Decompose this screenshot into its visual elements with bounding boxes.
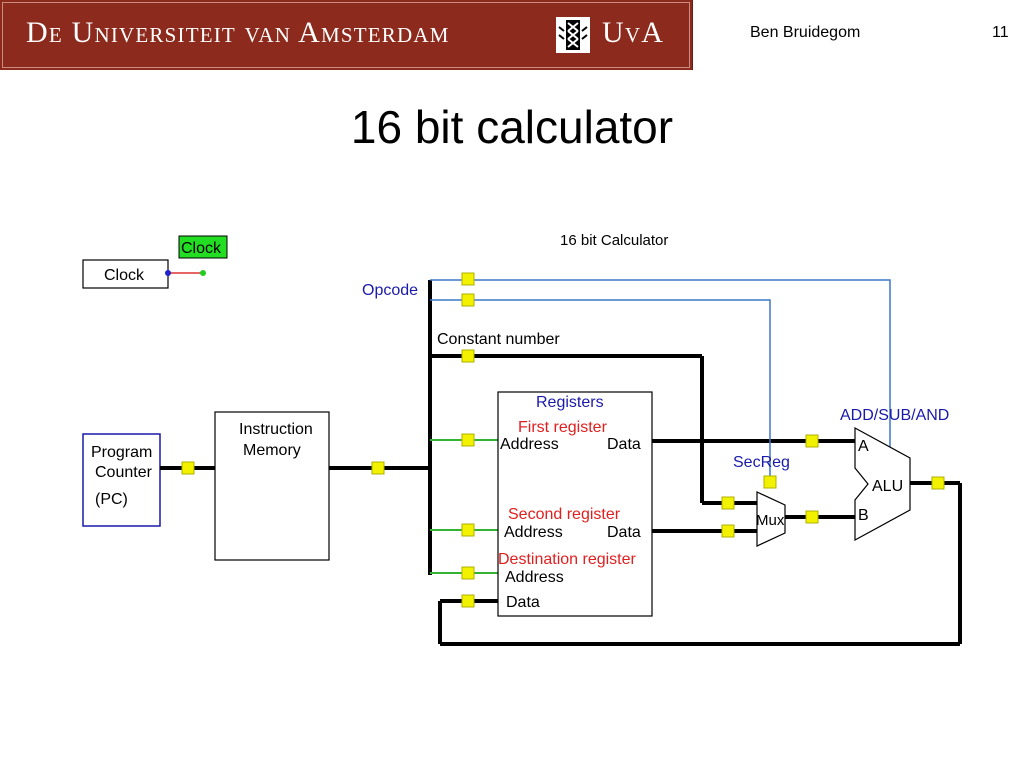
pc-label-3: (PC) — [95, 491, 128, 508]
imem-label-2: Memory — [243, 442, 301, 459]
banner-border — [2, 2, 690, 68]
alu-input-a: A — [858, 438, 869, 455]
clock-box — [82, 259, 169, 289]
constant-label: Constant number — [437, 331, 560, 348]
clock-pin-left — [165, 270, 171, 276]
opcode-label: Opcode — [362, 282, 418, 299]
destination-register-label: Destination register — [498, 551, 637, 568]
first-register-label: First register — [518, 419, 608, 436]
first-address-label: Address — [500, 436, 559, 453]
destination-data-label: Data — [506, 594, 540, 611]
author-name: Ben Bruidegom — [750, 24, 861, 41]
address-wires — [430, 439, 498, 574]
first-data-label: Data — [607, 436, 641, 453]
institution-name: De Universiteit van Amsterdam — [26, 16, 450, 49]
second-register-label: Second register — [508, 506, 621, 523]
mux-label: Mux — [756, 512, 785, 529]
diagram-caption: 16 bit Calculator — [560, 232, 668, 249]
alu-ops-label: ADD/SUB/AND — [840, 407, 949, 424]
alu-input-b: B — [858, 507, 869, 524]
secreg-label: SecReg — [733, 454, 790, 471]
pc-label-1: Program — [91, 444, 152, 461]
university-banner: De Universiteit van Amsterdam UvA — [0, 0, 693, 70]
mux-shape — [756, 491, 786, 547]
connectors — [181, 272, 945, 608]
alu-label: ALU — [872, 478, 903, 495]
second-address-label: Address — [504, 524, 563, 541]
program-counter-box — [82, 433, 161, 527]
destination-address-label: Address — [505, 569, 564, 586]
clock-indicator — [178, 235, 228, 259]
registers-box — [497, 391, 653, 617]
page-number: 11 — [992, 24, 1009, 41]
alu-shape — [854, 426, 911, 542]
crest-icon — [556, 17, 590, 53]
control-wires — [430, 279, 891, 482]
pc-label-2: Counter — [95, 464, 153, 481]
second-data-label: Data — [607, 524, 641, 541]
clock-indicator-label: Clock — [181, 240, 222, 257]
imem-label-1: Instruction — [239, 421, 313, 438]
institution-abbrev: UvA — [602, 16, 665, 49]
registers-title: Registers — [536, 394, 604, 411]
main-buses — [160, 280, 962, 646]
clock-pin-right — [200, 270, 206, 276]
clock-box-label: Clock — [104, 267, 145, 284]
instruction-memory-box — [214, 411, 330, 561]
slide-title: 16 bit calculator — [350, 101, 674, 153]
